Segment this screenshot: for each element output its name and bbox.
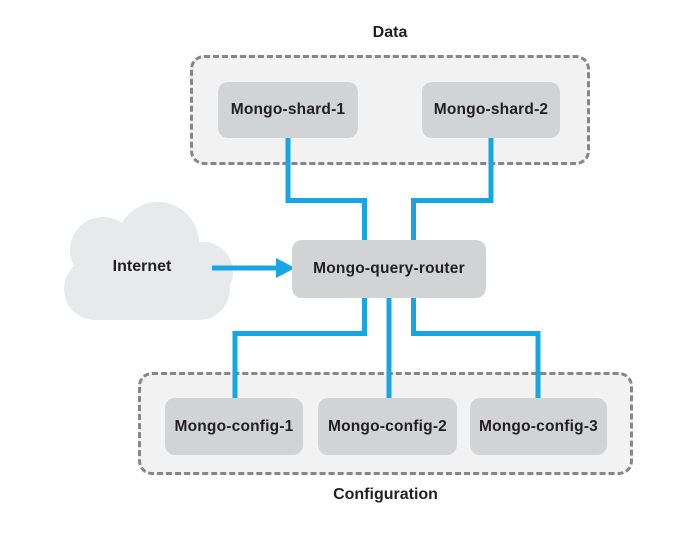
- edge-router-config3: [411, 298, 541, 398]
- edge-router-config1: [232, 298, 367, 398]
- data-group-label: Data: [372, 24, 408, 41]
- arrow-icon: [212, 258, 295, 278]
- node-mongo-config-1: Mongo-config-1: [165, 398, 303, 455]
- configuration-group-label: Configuration: [333, 486, 438, 503]
- node-mongo-shard-1: Mongo-shard-1: [218, 82, 358, 138]
- node-mongo-query-router: Mongo-query-router: [292, 240, 486, 298]
- internet-cloud-icon: [64, 202, 233, 320]
- node-mongo-config-2: Mongo-config-2: [318, 398, 457, 455]
- node-mongo-config-3: Mongo-config-3: [470, 398, 607, 455]
- internet-label: Internet: [112, 258, 172, 275]
- node-mongo-shard-2: Mongo-shard-2: [422, 82, 560, 138]
- edge-shard1-router: [285, 138, 367, 240]
- edge-shard2-router: [411, 138, 494, 240]
